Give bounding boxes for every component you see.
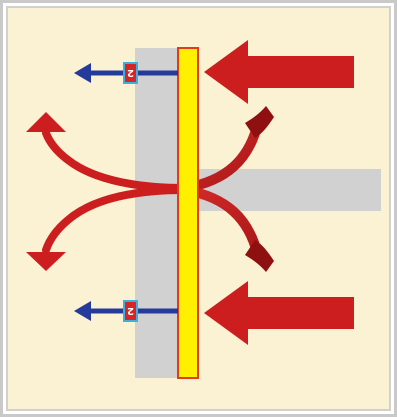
- top-badge-label: 2: [127, 67, 134, 78]
- plate-shadow: [135, 48, 181, 378]
- bottom-badge: 2: [124, 301, 137, 321]
- horizontal-shadow-bar: [180, 169, 381, 211]
- top-badge: 2: [124, 63, 137, 83]
- bottom-badge-label: 2: [127, 305, 134, 316]
- central-plate: [178, 48, 198, 378]
